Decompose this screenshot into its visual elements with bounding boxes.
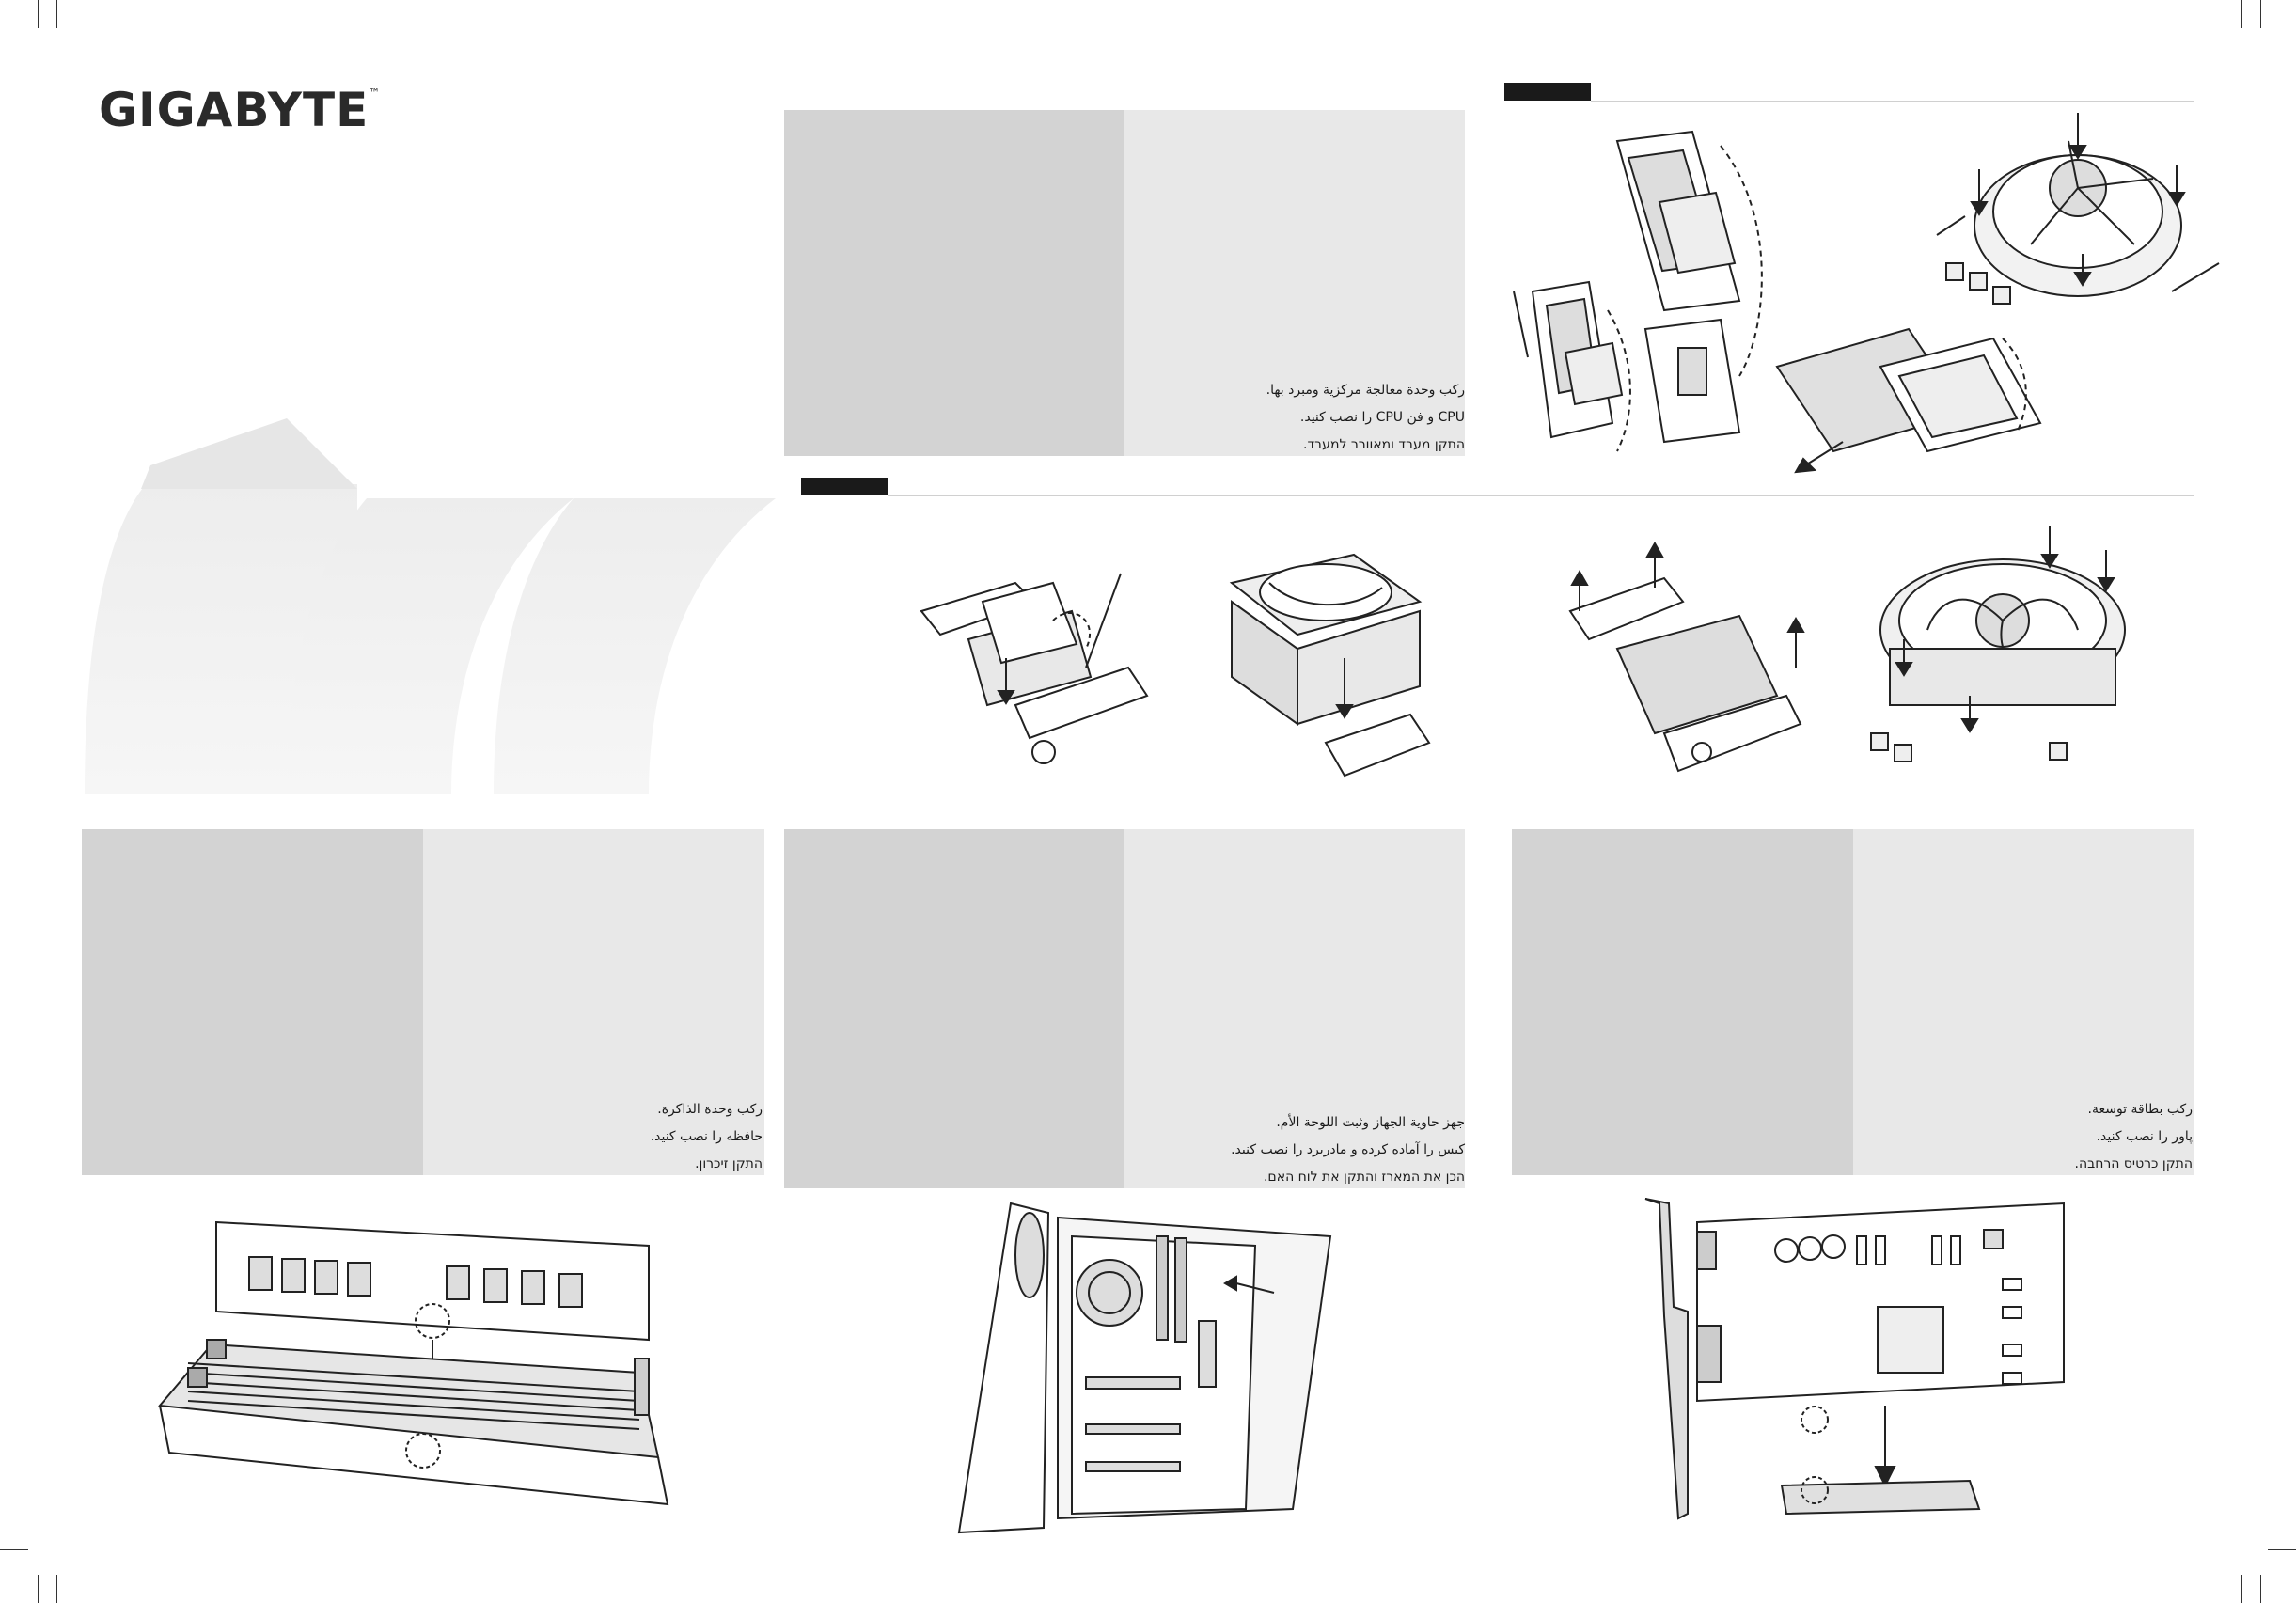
amd-socket-lever-icon — [920, 573, 1149, 764]
cpu-panel-right — [1124, 110, 1465, 456]
expansion-install-text: رکب بطاقة توسعة. پاور را نصب کنید. התקן … — [2075, 1096, 2193, 1178]
memory-line-fa: حافظه را نصب کنید. — [650, 1129, 763, 1144]
crop-mark — [56, 0, 57, 28]
amd-bracket-removal-icon — [1568, 541, 1805, 773]
memory-line-he: התקן זיכרון. — [695, 1156, 763, 1171]
memory-panel-right — [423, 829, 764, 1175]
chassis-line-fa: کیس را آماده کرده و مادربرد را نصب کنید. — [1231, 1142, 1465, 1157]
crop-mark — [2241, 0, 2242, 28]
memory-line-ar: رکب وحدة الذاکرة. — [657, 1102, 763, 1117]
intel-section-rule — [1591, 101, 2194, 102]
chassis-line-ar: جهز حاوية الجهاز وثبت اللوحة الأم. — [1276, 1115, 1465, 1130]
crop-mark — [56, 1575, 57, 1603]
intel-socket-loadplate-icon — [1775, 327, 2042, 474]
memory-panel-left — [82, 829, 423, 1175]
amd-cooler-clip-icon — [1229, 553, 1431, 778]
chassis-motherboard-icon — [957, 1202, 1332, 1534]
crop-mark — [2260, 1575, 2261, 1603]
cpu-install-text: رکب وحدة معالجة مرکزیة ومبرد بها. CPU و … — [1266, 377, 1465, 459]
expansion-panel-right — [1853, 829, 2194, 1175]
expansion-line-ar: رکب بطاقة توسعة. — [2087, 1102, 2194, 1117]
expansion-panel-left — [1512, 829, 1853, 1175]
cpu-panel-left — [784, 110, 1124, 456]
expansion-card-icon — [1644, 1198, 2065, 1520]
expansion-line-fa: پاور را نصب کنید. — [2096, 1129, 2193, 1144]
intel-section-tab — [1504, 83, 1591, 101]
intel-cooler-pushpin-icon — [1936, 113, 2220, 305]
cpu-line-fa: CPU و فن CPU را نصب کنید. — [1299, 410, 1465, 425]
memory-module-icon — [158, 1220, 669, 1506]
amd-cooler-screw-icon — [1870, 526, 2126, 762]
amd-section-rule — [888, 495, 2194, 496]
chassis-panel-left — [784, 829, 1124, 1188]
gigabyte-logo: GIGABYTE™ — [99, 83, 382, 137]
expansion-line-he: התקן כרטיס הרחבה. — [2074, 1156, 2193, 1171]
chassis-panel-right — [1124, 829, 1465, 1188]
crop-mark — [38, 0, 39, 28]
cpu-line-ar: رکب وحدة معالجة مرکزیة ومبرد بها. — [1266, 383, 1465, 398]
crop-mark — [0, 1549, 28, 1550]
chassis-install-text: جهز حاوية الجهاز وثبت اللوحة الأم. کیس ر… — [1231, 1109, 1465, 1191]
crop-mark — [2241, 1575, 2242, 1603]
amd-section-tab — [801, 478, 888, 495]
cpu-line-he: התקן מעבד ומאוורר למעבד. — [1303, 437, 1465, 452]
memory-install-text: رکب وحدة الذاکرة. حافظه را نصب کنید. התק… — [651, 1096, 763, 1178]
intel-socket-open-icon — [1513, 130, 1763, 452]
crop-mark — [2260, 0, 2261, 28]
chassis-line-he: הכן את המארז והתקן את לוח האם. — [1263, 1170, 1465, 1185]
decorative-arrows — [85, 418, 776, 794]
crop-mark — [2268, 1549, 2296, 1550]
crop-mark — [38, 1575, 39, 1603]
